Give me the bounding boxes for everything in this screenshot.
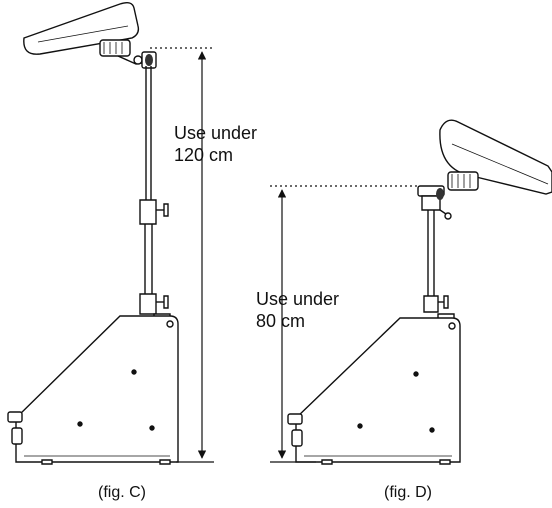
fig-c-cabinet bbox=[8, 316, 178, 464]
fig-d-pole bbox=[424, 210, 454, 322]
fig-c-mount-clamp bbox=[100, 40, 156, 68]
fig-d-height-label-line1: Use under bbox=[256, 289, 340, 309]
fig-c-height-label-line1: Use under bbox=[174, 123, 258, 143]
fig-c-illustration bbox=[8, 3, 178, 464]
fig-d-height-label-line2: 80 cm bbox=[256, 311, 306, 331]
fig-d-cabinet bbox=[288, 318, 460, 464]
fig-c-dimension bbox=[150, 48, 214, 462]
fig-c-pole bbox=[140, 66, 170, 322]
fig-c-caption: (fig. C) bbox=[98, 484, 146, 501]
fig-c-height-label: Use under 120 cm bbox=[174, 122, 257, 166]
fig-d-mount-clamp bbox=[418, 172, 478, 219]
fig-d-illustration bbox=[288, 120, 552, 464]
fig-d-caption: (fig. D) bbox=[384, 484, 432, 501]
fig-d-height-label: Use under 80 cm bbox=[256, 288, 339, 332]
fig-d-dimension bbox=[270, 186, 420, 462]
fig-d-module bbox=[440, 120, 552, 194]
fig-c-height-label-line2: 120 cm bbox=[174, 145, 234, 165]
